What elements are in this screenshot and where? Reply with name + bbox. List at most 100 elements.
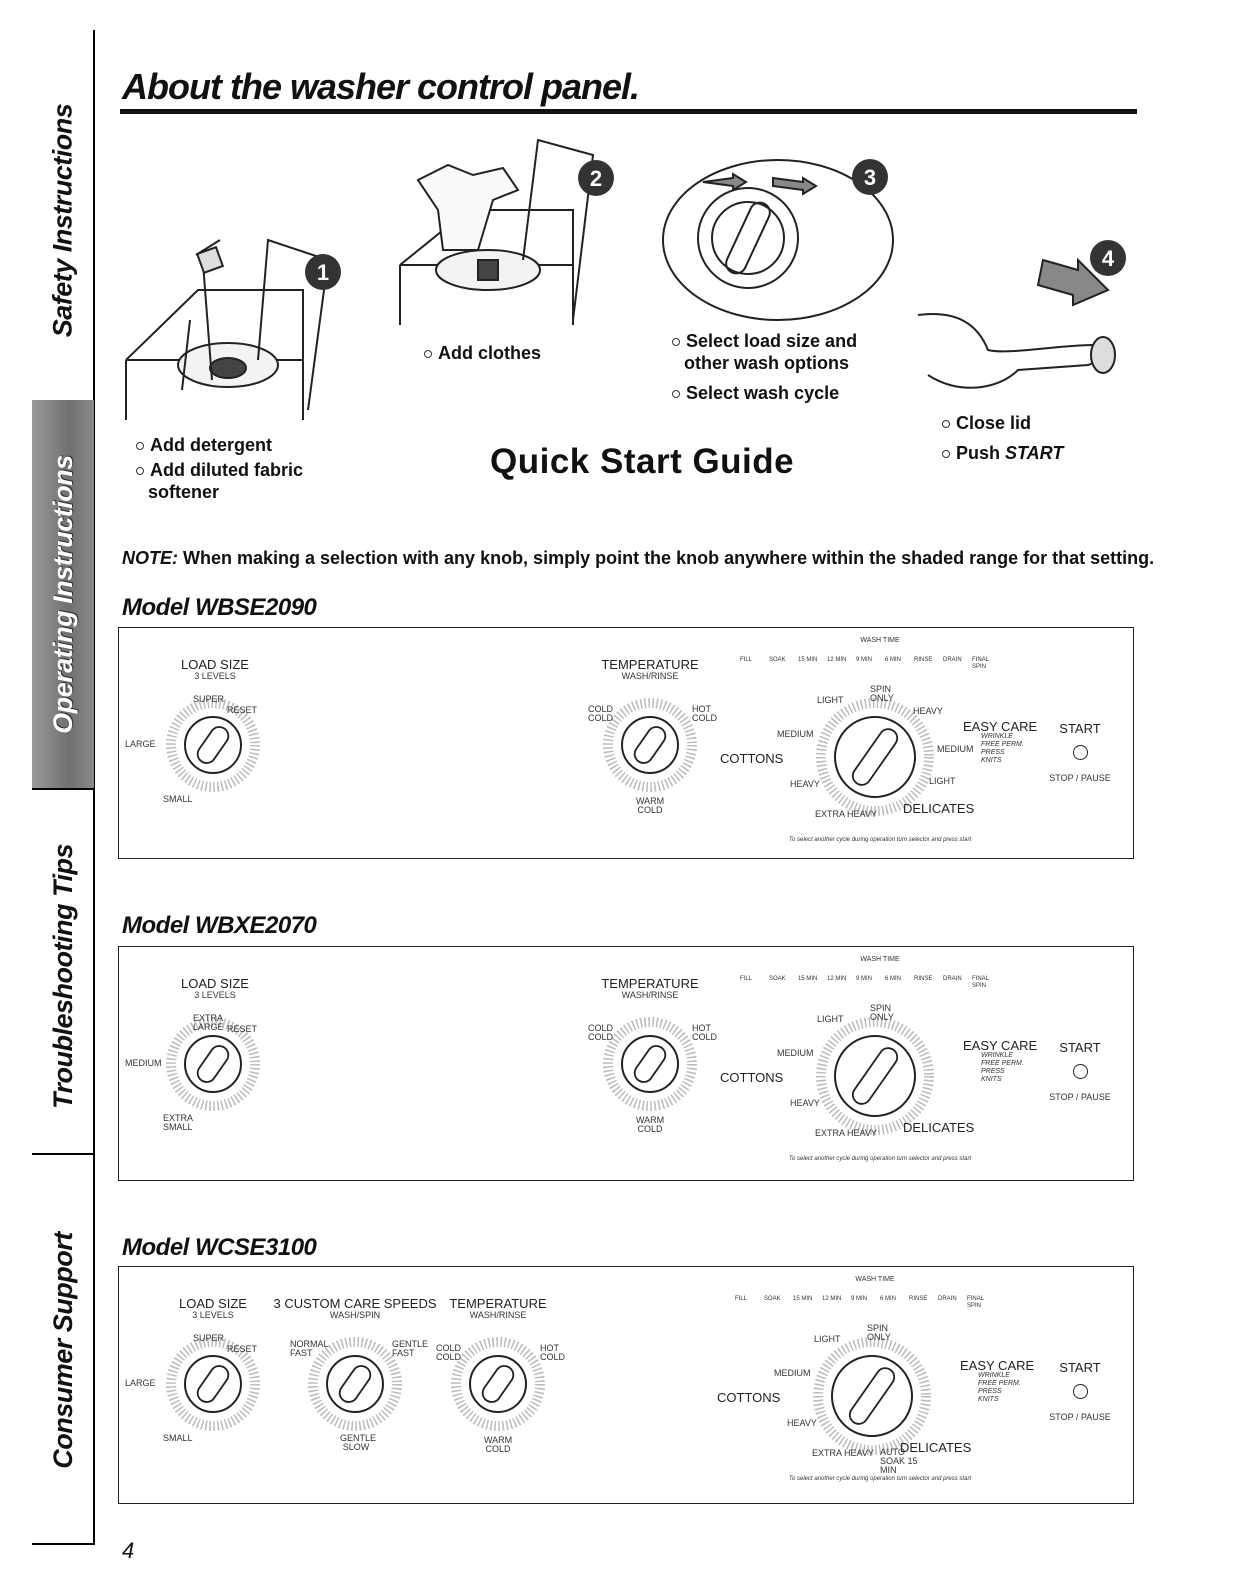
- start-button[interactable]: [1073, 1064, 1088, 1079]
- easy-care-options: WRINKLE FREE PERM. PRESS KNITS: [981, 1052, 1024, 1083]
- temperature-knob[interactable]: [450, 1336, 546, 1432]
- dial-select-illustration: [662, 159, 894, 321]
- stop-pause-label: STOP / PAUSE: [1049, 773, 1111, 783]
- quick-start-illustrations: 1 2 3 4: [125, 138, 1126, 420]
- custom-care-option: GENTLE SLOW: [340, 1433, 377, 1452]
- cycle-option: SPIN ONLY: [867, 1323, 891, 1342]
- load-size-option: RESET: [227, 1344, 258, 1354]
- model-title: Model WBSE2090: [122, 594, 317, 621]
- wash-time-step: DRAIN: [943, 976, 962, 982]
- wash-time-step: 9 MIN: [856, 976, 873, 982]
- temperature-label: TEMPERATURE: [449, 1296, 547, 1311]
- bullet-item: Select load size and other wash options: [672, 330, 872, 374]
- model-title: Model WBXE2070: [122, 912, 317, 939]
- load-size-knob[interactable]: [165, 1016, 261, 1112]
- sidebar-separator: [32, 788, 94, 790]
- step-1-instructions: Add detergent Add diluted fabric softene…: [136, 434, 316, 503]
- wash-time-step: 9 MIN: [856, 657, 873, 663]
- bullet-item: Add detergent: [136, 434, 316, 456]
- sidebar-separator: [32, 1153, 94, 1155]
- cycle-selector-knob[interactable]: [812, 1336, 932, 1456]
- bullet-item: Add clothes: [424, 342, 541, 364]
- cottons-label: COTTONS: [720, 1070, 784, 1085]
- cottons-label: COTTONS: [717, 1390, 781, 1405]
- wash-time-step: DRAIN: [938, 1296, 957, 1302]
- easy-care-label: EASY CARE: [963, 719, 1038, 734]
- panel-footnote: To select another cycle during operation…: [788, 1476, 972, 1482]
- load-size-knob[interactable]: [165, 697, 261, 793]
- control-panel-wbxe2070: [118, 946, 1134, 1181]
- step-2-instructions: Add clothes: [424, 342, 541, 364]
- temperature-knob[interactable]: [602, 697, 698, 793]
- load-size-label: LOAD SIZE: [181, 657, 249, 672]
- bullet-item: Add diluted fabric softener: [136, 459, 316, 503]
- title-rule: [120, 109, 1137, 114]
- cycle-option: AUTO SOAK 15 MIN: [880, 1447, 918, 1475]
- wash-time-step: DRAIN: [943, 657, 962, 663]
- step-3-badge: 3: [852, 159, 888, 195]
- temperature-label: TEMPERATURE: [601, 657, 699, 672]
- quick-start-heading: Quick Start Guide: [490, 442, 795, 481]
- cycle-option: MEDIUM: [937, 744, 974, 754]
- wash-time-step: 15 MIN: [793, 1296, 813, 1302]
- sidebar-tab-consumer-support[interactable]: Consumer Support: [47, 1231, 78, 1469]
- sidebar-tab-operating[interactable]: Operating Instructions: [32, 400, 94, 788]
- custom-care-sublabel: WASH/SPIN: [329, 1310, 381, 1320]
- custom-care-label: 3 CUSTOM CARE SPEEDS: [273, 1296, 437, 1311]
- wash-time-step: FILL: [740, 976, 753, 982]
- custom-care-knob[interactable]: [307, 1336, 403, 1432]
- cycle-option: LIGHT: [817, 1014, 844, 1024]
- easy-care-options: WRINKLE FREE PERM. PRESS KNITS: [981, 733, 1024, 764]
- bullet-item: Push START: [942, 442, 1102, 464]
- wash-time-step: FINAL SPIN: [967, 1296, 984, 1309]
- wash-time-step: SOAK: [769, 657, 786, 663]
- cycle-selector-knob[interactable]: [815, 697, 935, 817]
- cycle-option: SPIN ONLY: [870, 1003, 894, 1022]
- wash-time-step: RINSE: [914, 976, 933, 982]
- step-1-badge: 1: [305, 254, 341, 290]
- stop-pause-label: STOP / PAUSE: [1049, 1412, 1111, 1422]
- load-size-knob[interactable]: [165, 1336, 261, 1432]
- washer-clothes-illustration: [399, 138, 595, 325]
- temperature-option: HOT COLD: [692, 1023, 718, 1042]
- page-title: About the washer control panel.: [122, 66, 640, 107]
- cycle-option: EXTRA HEAVY: [815, 1128, 877, 1138]
- stop-pause-label: STOP / PAUSE: [1049, 1092, 1111, 1102]
- step-3-instructions: Select load size and other wash options …: [672, 330, 872, 404]
- load-size-option: LARGE: [125, 1378, 156, 1388]
- load-size-option: RESET: [227, 1024, 258, 1034]
- easy-care-label: EASY CARE: [960, 1358, 1035, 1373]
- cycle-option: LIGHT: [814, 1334, 841, 1344]
- note-text: NOTE: When making a selection with any k…: [122, 548, 1155, 568]
- load-size-sublabel: 3 LEVELS: [194, 990, 236, 1000]
- sidebar-tab-troubleshooting[interactable]: Troubleshooting Tips: [47, 843, 78, 1109]
- cycle-option: MEDIUM: [774, 1368, 811, 1378]
- washer-detergent-illustration: [125, 238, 330, 420]
- temperature-knob[interactable]: [602, 1016, 698, 1112]
- wash-time-step: 12 MIN: [827, 657, 847, 663]
- temperature-label: TEMPERATURE: [601, 976, 699, 991]
- wash-time-step: FILL: [735, 1296, 748, 1302]
- load-size-option: SUPER: [193, 1333, 225, 1343]
- temperature-option: COLD COLD: [588, 704, 614, 723]
- load-size-option: LARGE: [125, 739, 156, 749]
- step-4-instructions: Close lid Push START: [942, 412, 1102, 464]
- start-button[interactable]: [1073, 1384, 1088, 1399]
- cycle-option: MEDIUM: [777, 729, 814, 739]
- cycle-selector-knob[interactable]: [815, 1016, 935, 1136]
- wash-time-step: 9 MIN: [851, 1296, 868, 1302]
- cycle-option: HEAVY: [790, 779, 820, 789]
- sidebar-rule: [93, 30, 95, 1545]
- wash-time-label: WASH TIME: [855, 1276, 895, 1283]
- cottons-label: COTTONS: [720, 751, 784, 766]
- start-button[interactable]: [1073, 745, 1088, 760]
- temperature-sublabel: WASH/RINSE: [621, 671, 679, 681]
- wash-time-step: FINAL SPIN: [972, 976, 989, 989]
- wash-time-step: SOAK: [769, 976, 786, 982]
- hand-push-start-illustration: [917, 257, 1116, 389]
- sidebar-tab-safety[interactable]: Safety Instructions: [47, 103, 78, 337]
- wash-time-step: FINAL SPIN: [972, 657, 989, 670]
- page-number: 4: [122, 1538, 135, 1563]
- cycle-option: LIGHT: [817, 695, 844, 705]
- custom-care-option: NORMAL FAST: [290, 1339, 329, 1358]
